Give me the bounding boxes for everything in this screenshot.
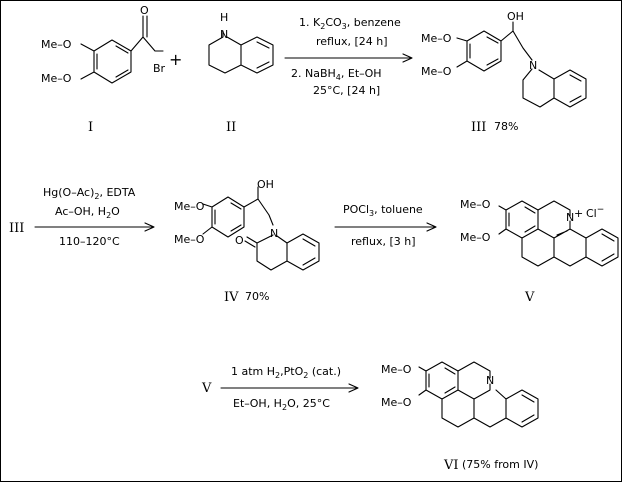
compound-III-oh: OH	[507, 10, 524, 23]
compound-IV-ome-bottom: Me–O	[174, 233, 205, 246]
compound-IV: OH N O Me–O Me–O IV 70%	[174, 178, 320, 305]
compound-VI-ome-top: Me–O	[381, 363, 412, 376]
compound-VI-n: N	[486, 374, 494, 387]
compound-IV-bonds	[202, 186, 320, 271]
step4-start-compound: V	[201, 381, 212, 396]
reaction-arrow-1: 1. K2CO3, benzene reflux, [24 h] 2. NaBH…	[284, 16, 413, 97]
compound-V-n: N	[566, 211, 574, 224]
compound-V-charge: +	[574, 207, 583, 220]
compound-III-label: III	[471, 120, 486, 135]
compound-VI-ome-bottom: Me–O	[381, 396, 412, 409]
compound-I-bonds	[80, 15, 164, 84]
compound-VI-bonds	[418, 361, 539, 428]
step3-condition-2: reflux, [3 h]	[351, 235, 416, 248]
compound-II: H N II	[208, 11, 274, 135]
compound-I-carbonyl-o: O	[140, 4, 149, 17]
step2-start-compound: III	[9, 221, 24, 236]
compound-IV-yield: 70%	[245, 290, 269, 303]
compound-VI-yield: (75% from IV)	[462, 458, 538, 471]
compound-V: N + Cl− Me–O Me–O V	[460, 198, 619, 305]
reaction-arrow-4: V 1 atm H2,PtO2 (cat.) Et–OH, H2O, 25°C	[201, 365, 359, 412]
compound-V-ome-bottom: Me–O	[460, 231, 491, 244]
step1-condition-1: 1. K2CO3, benzene	[299, 16, 401, 31]
step2-condition-3: 110–120°C	[59, 235, 120, 248]
compound-II-label: II	[226, 120, 236, 135]
compound-I-ome-bottom: Me–O	[41, 72, 72, 85]
step4-condition-1: 1 atm H2,PtO2 (cat.)	[231, 365, 341, 380]
compound-IV-n: N	[270, 227, 278, 240]
compound-V-ome-top: Me–O	[460, 198, 491, 211]
compound-I-ome-top: Me–O	[41, 38, 72, 51]
compound-II-bonds	[208, 30, 274, 74]
compound-I-label: I	[88, 120, 93, 135]
compound-III-ome-top: Me–O	[421, 32, 452, 45]
reaction-arrow-3: POCl3, toluene reflux, [3 h]	[334, 203, 437, 248]
compound-III: OH N Me–O Me–O III 78%	[421, 10, 587, 135]
compound-IV-ome-top: Me–O	[174, 200, 205, 213]
compound-V-chloride: Cl−	[586, 205, 604, 220]
reaction-arrow-2: III Hg(O–Ac)2, EDTA Ac–OH, H2O 110–120°C	[9, 186, 155, 248]
compound-IV-oh: OH	[257, 178, 274, 191]
step1-condition-4: 25°C, [24 h]	[313, 84, 380, 97]
step1-condition-2: reflux, [24 h]	[316, 35, 388, 48]
step1-condition-3: 2. NaBH4, Et–OH	[291, 67, 382, 82]
compound-III-ome-bottom: Me–O	[421, 65, 452, 78]
arrow-3-head	[426, 222, 437, 232]
compound-IV-carbonyl-o: O	[235, 234, 244, 247]
compound-III-n: N	[529, 59, 537, 72]
plus-sign: +	[169, 50, 182, 69]
arrow-2-head	[144, 222, 155, 232]
compound-II-n: N	[220, 28, 228, 41]
arrow-4-head	[348, 383, 359, 393]
step2-condition-2: Ac–OH, H2O	[55, 205, 120, 220]
compound-II-h: H	[220, 11, 228, 24]
compound-I: Me–O Me–O O Br I	[41, 4, 166, 135]
compound-I-br: Br	[153, 62, 166, 75]
compound-V-label: V	[524, 290, 535, 305]
compound-IV-label: IV	[224, 290, 239, 305]
compound-VI: N Me–O Me–O VI (75% from IV)	[381, 361, 539, 473]
step2-condition-1: Hg(O–Ac)2, EDTA	[43, 186, 136, 201]
compound-VI-label: VI	[443, 458, 459, 473]
compound-III-bonds	[456, 21, 587, 108]
compound-III-yield: 78%	[494, 120, 518, 133]
compound-V-bonds	[498, 200, 619, 267]
step4-condition-2: Et–OH, H2O, 25°C	[233, 397, 330, 412]
step3-condition-1: POCl3, toluene	[343, 203, 423, 218]
arrow-1-head	[402, 53, 413, 63]
